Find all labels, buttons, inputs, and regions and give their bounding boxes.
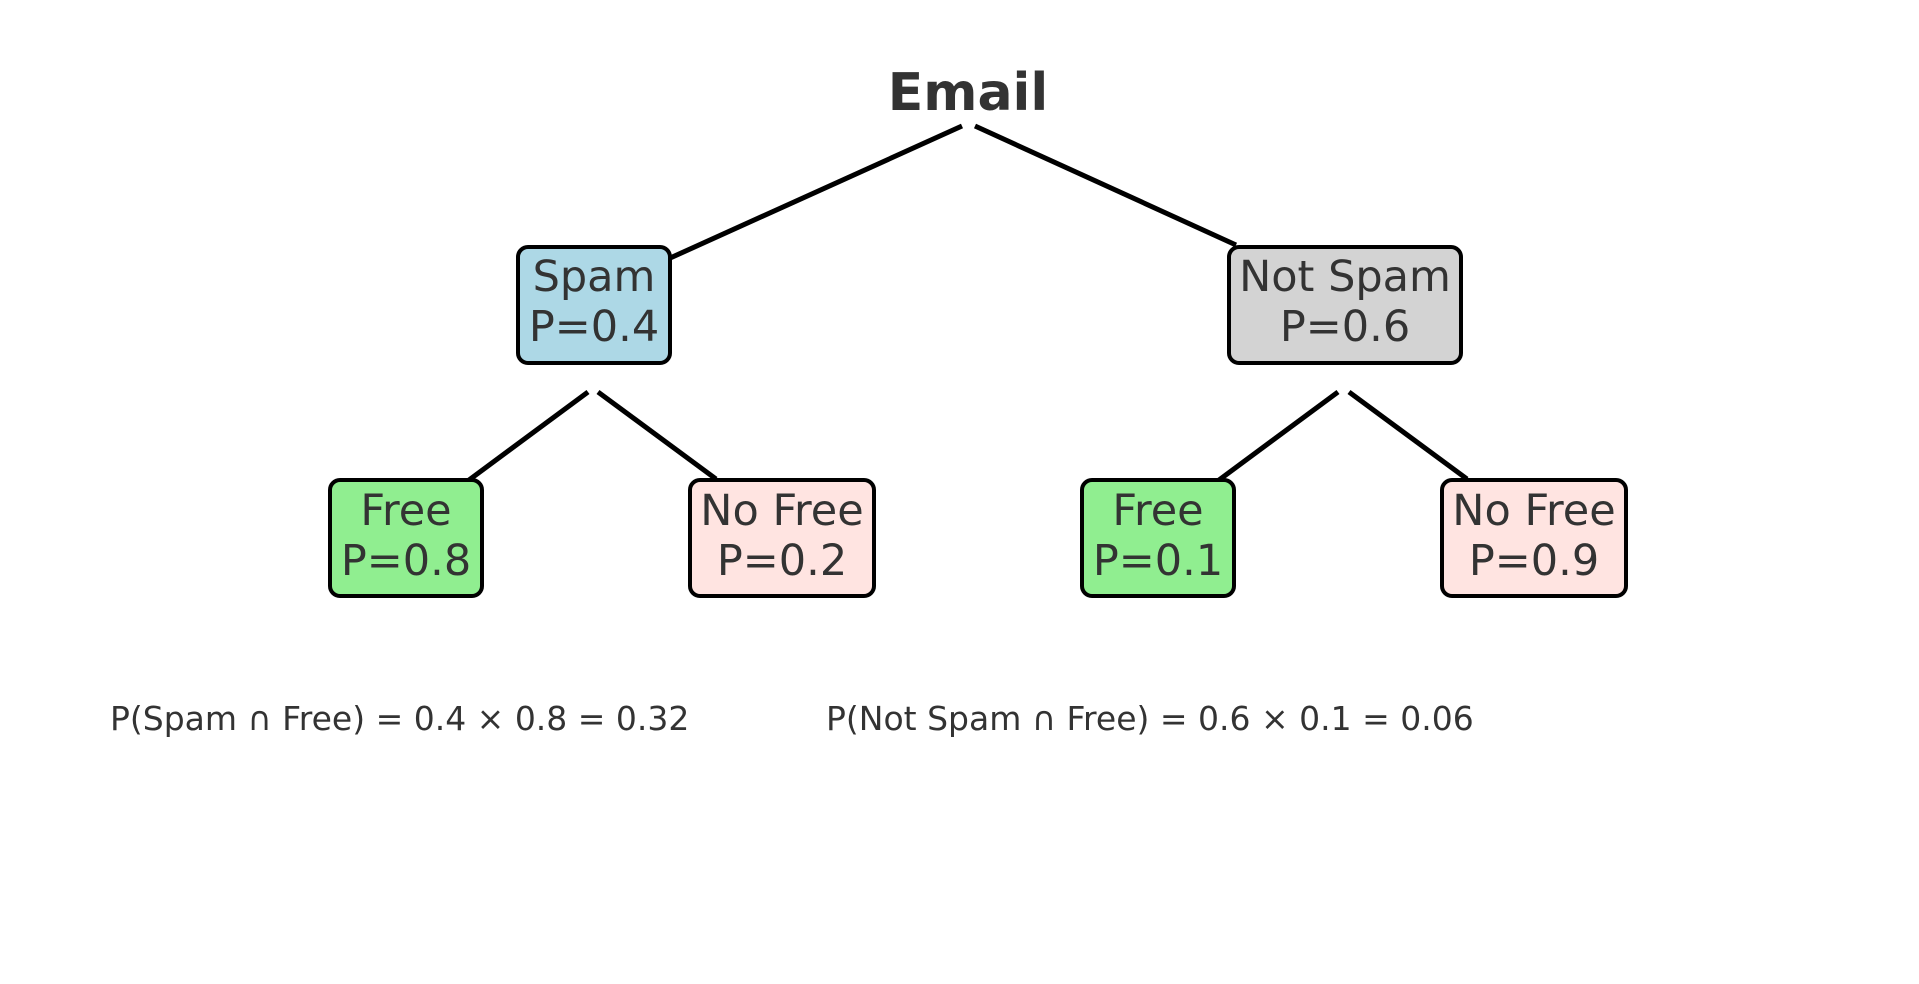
node-not-spam-label: Not Spam [1239,252,1451,302]
node-not-spam-free-box [1080,478,1236,598]
edge-spam-no-free [596,389,718,482]
edge-not-spam-no-free [1347,389,1469,482]
node-not-spam-prob: P=0.6 [1280,302,1410,352]
node-not-spam: Not Spam P=0.6 [1227,245,1463,365]
node-not-spam-no-free-box [1440,478,1628,598]
node-spam-no-free-prob: P=0.2 [717,536,847,586]
edge-email-not-spam [973,123,1238,248]
node-not-spam-free-label: Free [1112,486,1203,536]
root-label: Email [888,63,1048,123]
node-spam-free-prob: P=0.8 [341,536,471,586]
formula-not-spam-free: P(Not Spam ∩ Free) = 0.6 × 0.1 = 0.06 [826,699,1474,738]
node-spam-label: Spam [533,252,656,302]
node-spam-free: Free P=0.8 [328,478,484,598]
node-not-spam-no-free-label: No Free [1452,486,1615,536]
node-not-spam-box [1227,245,1463,365]
node-spam: Spam P=0.4 [516,245,672,365]
node-spam-free-label: Free [360,486,451,536]
node-spam-box [516,245,672,365]
edge-spam-free [467,389,590,483]
formula-spam-free: P(Spam ∩ Free) = 0.4 × 0.8 = 0.32 [110,699,689,738]
node-not-spam-no-free-prob: P=0.9 [1469,536,1599,586]
edge-email-spam [666,123,964,262]
node-spam-free-box [328,478,484,598]
edge-not-spam-free [1217,389,1340,483]
node-spam-no-free: No Free P=0.2 [688,478,876,598]
node-not-spam-free: Free P=0.1 [1080,478,1236,598]
node-spam-no-free-box [688,478,876,598]
node-spam-prob: P=0.4 [529,302,659,352]
node-not-spam-no-free: No Free P=0.9 [1440,478,1628,598]
node-not-spam-free-prob: P=0.1 [1093,536,1223,586]
node-spam-no-free-label: No Free [700,486,863,536]
